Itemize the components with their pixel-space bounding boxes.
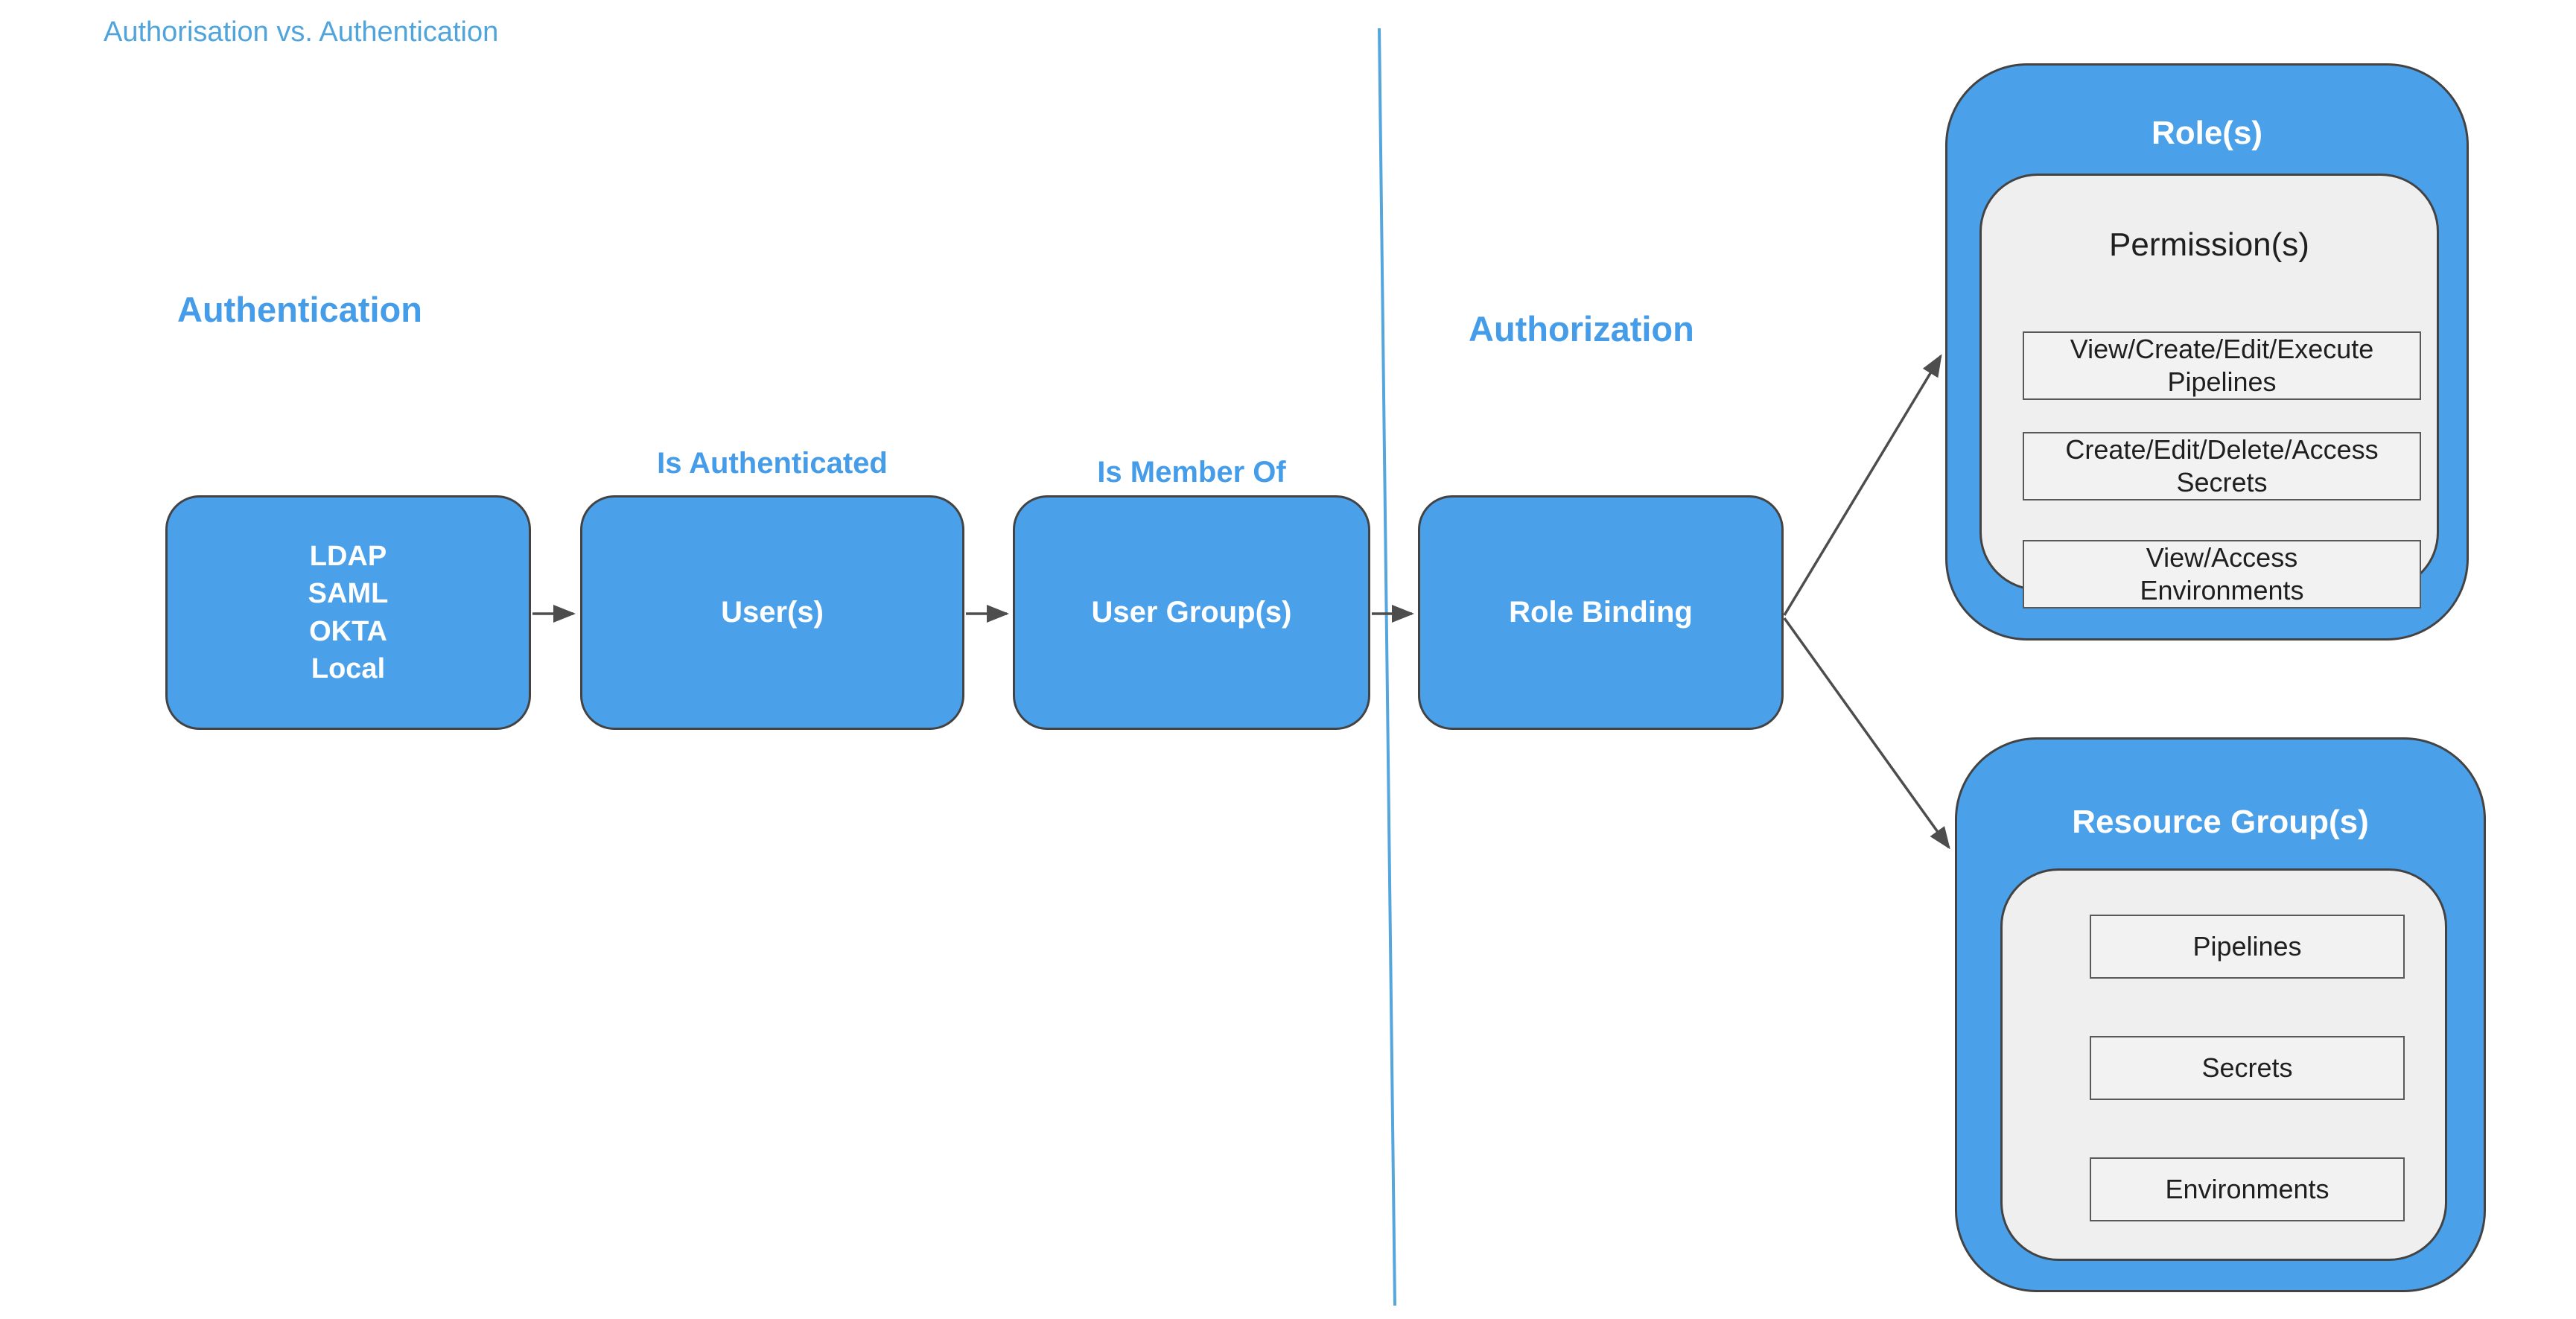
provider-saml: SAML [308, 578, 389, 610]
provider-local: Local [311, 652, 386, 684]
section-divider-line [1378, 28, 1396, 1306]
page-title: Authorisation vs. Authentication [104, 16, 499, 48]
resource-item-pipelines: Pipelines [2090, 915, 2405, 979]
permission-item-line: Pipelines [2167, 366, 2277, 397]
provider-ldap: LDAP [309, 541, 387, 573]
permission-item-line: Environments [2140, 575, 2304, 606]
identity-provider-list: LDAP SAML OKTA Local [308, 538, 389, 687]
roles-container-label: Role(s) [2151, 115, 2263, 151]
node-role-binding-label: Role Binding [1509, 596, 1693, 629]
arrow-rolebinding-to-roles [1783, 354, 1942, 616]
permission-item-line: View/Access [2146, 542, 2298, 573]
node-users: User(s) [580, 495, 964, 730]
resource-item-environments: Environments [2090, 1157, 2405, 1221]
permission-item-line: View/Create/Edit/Execute [2070, 334, 2374, 365]
permission-item-line: Create/Edit/Delete/Access [2065, 434, 2379, 465]
permission-item-environments: View/Access Environments [2023, 540, 2421, 608]
permission-item-pipelines: View/Create/Edit/Execute Pipelines [2023, 331, 2421, 400]
node-role-binding: Role Binding [1418, 495, 1784, 730]
edge-label-is-member-of: Is Member Of [1097, 456, 1286, 489]
edge-label-is-authenticated: Is Authenticated [657, 447, 888, 480]
resource-item-secrets: Secrets [2090, 1036, 2405, 1100]
arrow-rolebinding-to-resources [1783, 617, 1950, 850]
permissions-panel: Permission(s) View/Create/Edit/Execute P… [1979, 174, 2439, 608]
node-users-label: User(s) [721, 596, 824, 629]
node-user-groups-label: User Group(s) [1091, 596, 1292, 629]
node-user-groups: User Group(s) [1013, 495, 1370, 730]
roles-container: Role(s) Permission(s) View/Create/Edit/E… [1945, 63, 2469, 641]
permission-item-line: Secrets [2176, 467, 2268, 498]
resource-groups-container-label: Resource Group(s) [2072, 804, 2369, 840]
authorization-section-heading: Authorization [1469, 309, 1694, 349]
permissions-panel-label: Permission(s) [2109, 226, 2309, 263]
provider-okta: OKTA [309, 615, 387, 647]
resource-groups-panel: Pipelines Secrets Environments [2000, 868, 2447, 1261]
resource-groups-container: Resource Group(s) Pipelines Secrets Envi… [1955, 737, 2486, 1292]
node-identity-providers: LDAP SAML OKTA Local [165, 495, 531, 730]
permission-item-secrets: Create/Edit/Delete/Access Secrets [2023, 432, 2421, 500]
authentication-section-heading: Authentication [177, 290, 422, 329]
